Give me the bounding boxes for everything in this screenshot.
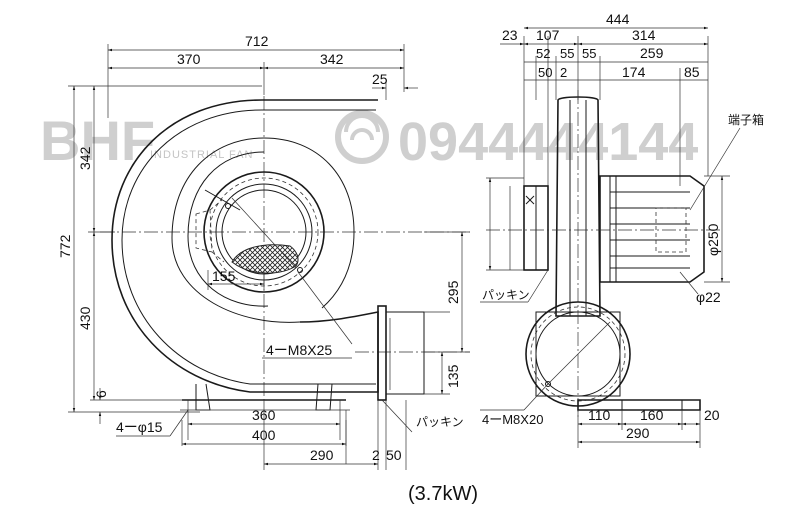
label-inlet-bolts: 4ーM8X20 [482, 412, 543, 427]
dim-outlet-inner: 135 [445, 364, 461, 388]
label-flange-bolts: 4ーM8X25 [266, 342, 332, 358]
dim-front-right: 342 [320, 51, 344, 67]
dim-bottom-50: 50 [386, 447, 402, 463]
dim-base-110: 110 [588, 407, 611, 423]
dim-bottom-290: 290 [310, 447, 334, 463]
dim-front-width: 712 [245, 33, 269, 49]
dim-front-lower: 430 [77, 306, 93, 330]
dim-base-290: 290 [626, 425, 650, 441]
label-gasket-front: パッキン [416, 415, 464, 429]
dim-side-259: 259 [640, 45, 664, 61]
watermark-brand-sub: INDUSTRIAL FAN [150, 149, 253, 161]
dim-side-85: 85 [684, 64, 700, 80]
dim-side-314: 314 [632, 27, 656, 43]
dim-side-50: 50 [538, 65, 552, 80]
dim-side-174: 174 [622, 64, 646, 80]
dim-side-2: 2 [560, 65, 567, 80]
side-view: 444 23 107 314 52 55 55 259 50 2 174 85 [480, 11, 764, 448]
watermark: BHF INDUSTRIAL FAN 0944444144 [40, 109, 698, 172]
label-foot-holes: 4ーφ15 [116, 419, 163, 435]
dim-side-55a: 55 [560, 46, 574, 61]
dim-side-55b: 55 [582, 46, 596, 61]
dim-front-offset: 25 [372, 71, 388, 87]
dim-shaft-diameter: φ22 [696, 289, 721, 305]
dim-side-52: 52 [536, 46, 550, 61]
dim-front-upper: 342 [77, 146, 93, 170]
dim-side-23: 23 [502, 27, 518, 43]
drawing-caption: (3.7kW) [408, 483, 478, 505]
dim-motor-diameter: φ250 [705, 223, 721, 256]
dim-front-left: 370 [177, 51, 201, 67]
dim-outlet-height: 295 [445, 280, 461, 304]
dim-front-base: 6 [93, 390, 109, 398]
dim-side-overall: 444 [606, 11, 630, 27]
dim-bottom-2: 2 [372, 447, 380, 463]
label-gasket-side: パッキン [482, 288, 530, 302]
wifi-logo-icon [335, 110, 389, 164]
front-view: 712 370 342 25 772 342 430 6 [57, 33, 470, 470]
dim-side-107: 107 [536, 27, 560, 43]
dim-front-height: 772 [57, 234, 73, 258]
dim-base-160: 160 [640, 407, 664, 423]
dim-base-20: 20 [704, 407, 720, 423]
dim-bolt-circle: 155 [212, 268, 236, 284]
label-terminal-box: 端子箱 [728, 112, 764, 127]
watermark-brand: BHF [40, 109, 155, 172]
